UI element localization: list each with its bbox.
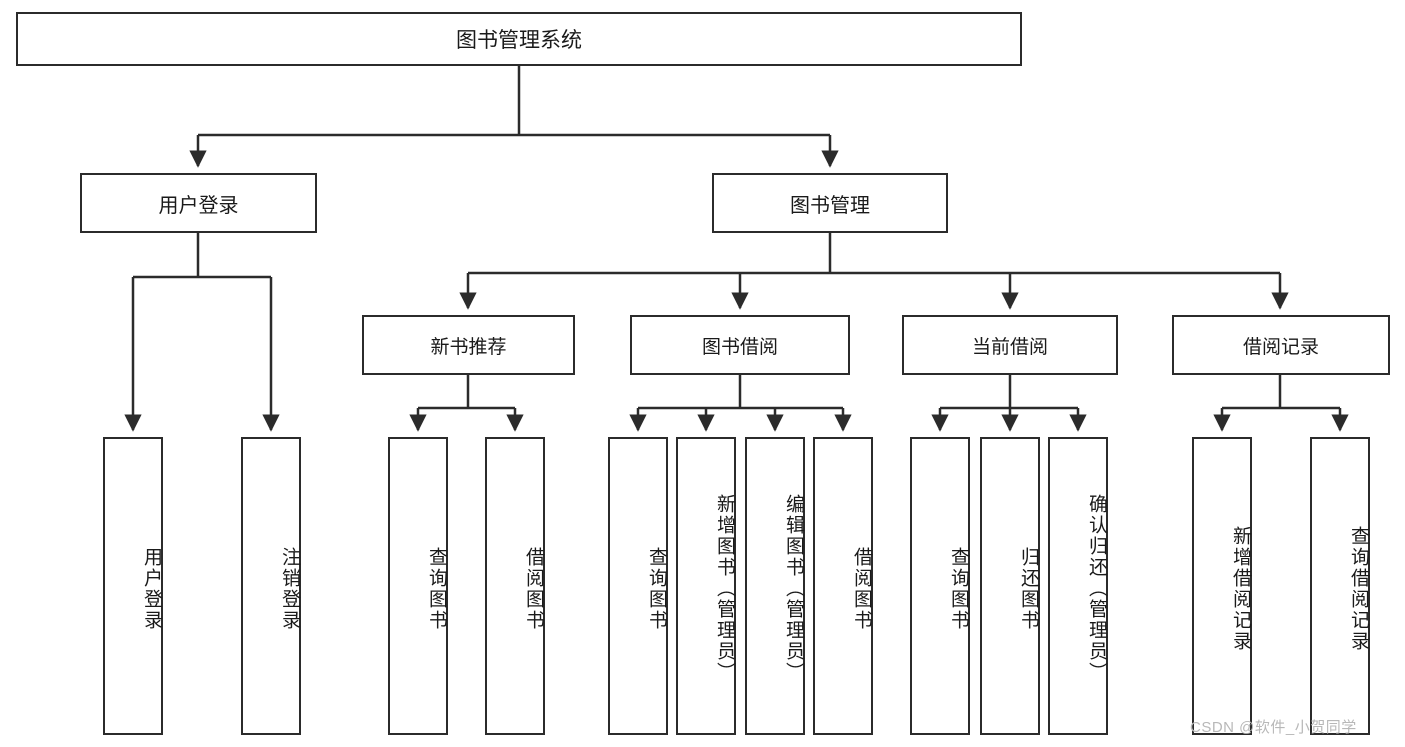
leaf-recommend-borrow-book[interactable]: 借阅图书	[485, 437, 545, 735]
leaf-borrow-add-book-admin[interactable]: 新增图书（管理员）	[676, 437, 736, 735]
node-new-book-recommend[interactable]: 新书推荐	[362, 315, 575, 375]
node-user-login[interactable]: 用户登录	[80, 173, 317, 233]
leaf-current-query-book[interactable]: 查询图书	[910, 437, 970, 735]
leaf-record-add-record[interactable]: 新增借阅记录	[1192, 437, 1252, 735]
leaf-borrow-borrow-book[interactable]: 借阅图书	[813, 437, 873, 735]
leaf-current-confirm-return-admin[interactable]: 确认归还（管理员）	[1048, 437, 1108, 735]
node-current-borrow[interactable]: 当前借阅	[902, 315, 1118, 375]
csdn-watermark: CSDN @软件_小贺同学	[1190, 719, 1357, 736]
node-root-system[interactable]: 图书管理系统	[16, 12, 1022, 66]
leaf-borrow-edit-book-admin[interactable]: 编辑图书（管理员）	[745, 437, 805, 735]
leaf-current-return-book[interactable]: 归还图书	[980, 437, 1040, 735]
node-book-management[interactable]: 图书管理	[712, 173, 948, 233]
node-borrow-record[interactable]: 借阅记录	[1172, 315, 1390, 375]
leaf-user-login-login[interactable]: 用户登录	[103, 437, 163, 735]
node-book-borrow[interactable]: 图书借阅	[630, 315, 850, 375]
leaf-user-login-logout[interactable]: 注销登录	[241, 437, 301, 735]
leaf-recommend-query-book[interactable]: 查询图书	[388, 437, 448, 735]
leaf-borrow-query-book[interactable]: 查询图书	[608, 437, 668, 735]
leaf-record-query-record[interactable]: 查询借阅记录	[1310, 437, 1370, 735]
